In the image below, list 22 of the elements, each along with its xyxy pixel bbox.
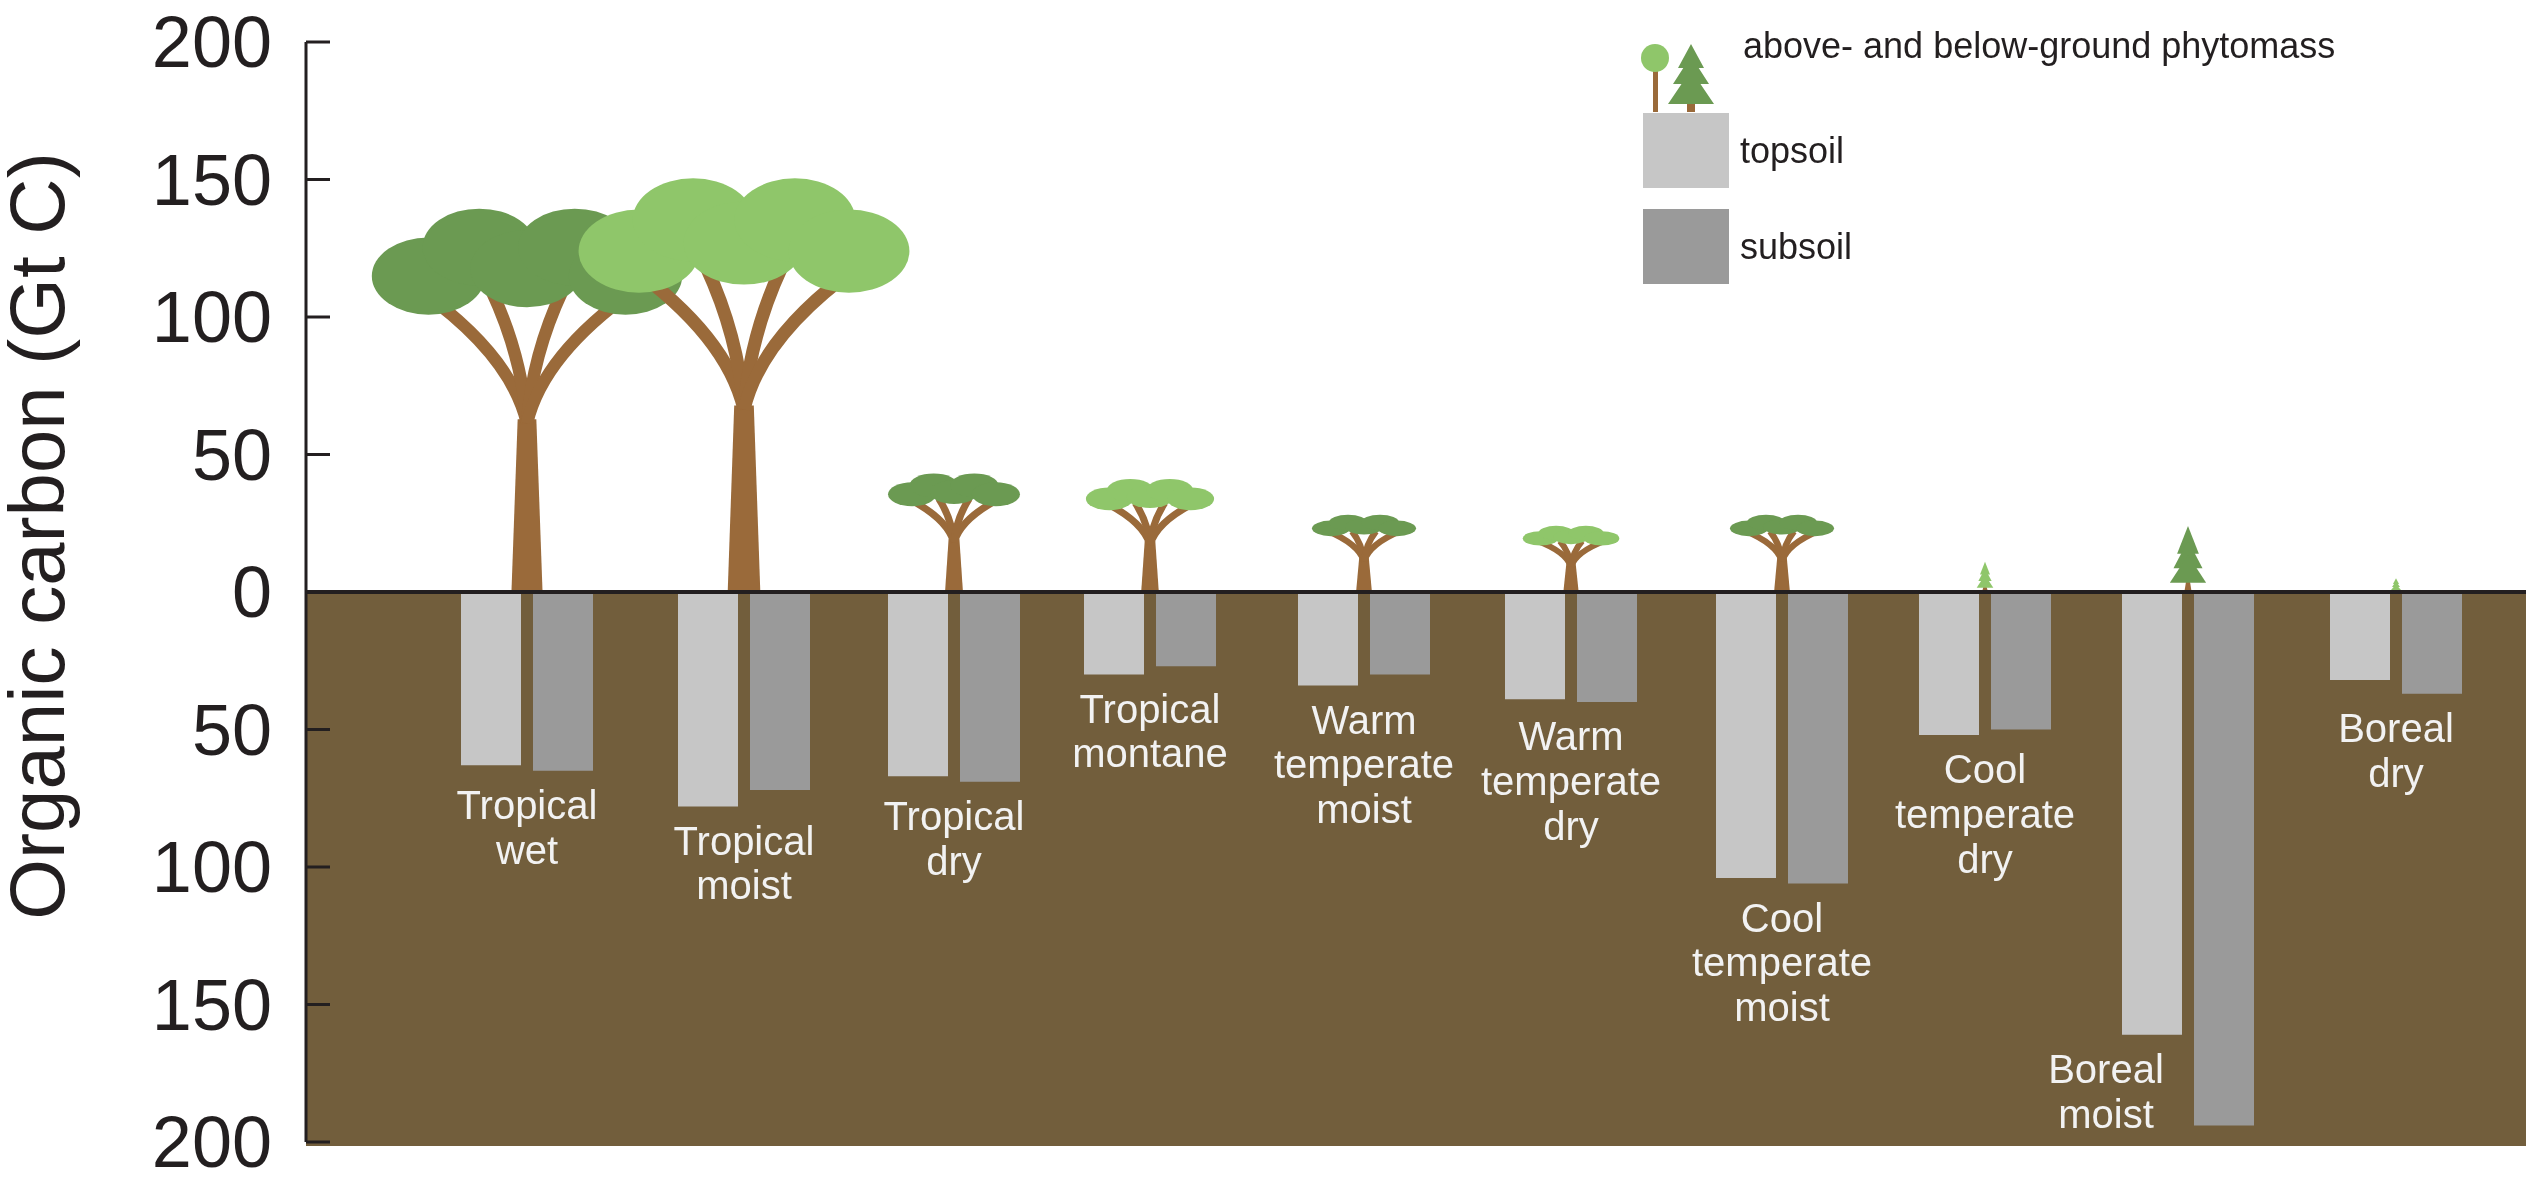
category-label: Boreal moist [2048,1046,2164,1137]
category-label: Boreal dry [2338,705,2454,796]
category-label: Cool temperate dry [1894,747,2076,882]
category-label: Warm temperate dry [1480,714,1662,849]
tick-label: 100 [151,831,272,903]
tick-label: 200 [151,1106,272,1178]
category-label: Tropical dry [883,793,1025,884]
category-label: Tropical moist [673,818,815,909]
category-label: Tropical wet [456,782,598,873]
category-label: Tropical montane [1072,686,1228,777]
tick-label: 150 [151,968,272,1041]
category-label: Warm temperate moist [1273,697,1455,832]
tick-label: 0 [231,556,272,628]
tick-label: 100 [151,281,272,353]
tick-label: 200 [151,6,272,78]
legend-label: above- and below-ground phytomass [1743,28,2336,64]
tick-label: 50 [191,418,272,491]
category-label: Cool temperate moist [1691,895,1873,1030]
legend-label: subsoil [1740,229,1853,265]
legend-label: topsoil [1740,133,1845,169]
tick-label: 50 [191,693,272,766]
tick-label: 150 [151,143,272,216]
